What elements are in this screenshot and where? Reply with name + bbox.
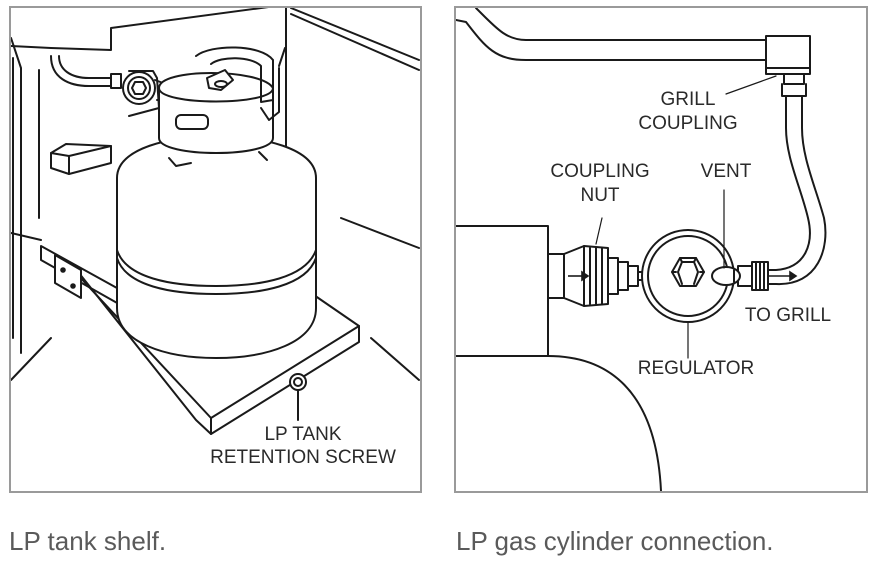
regulator-label: REGULATOR — [638, 358, 755, 379]
caption-lp-gas-cylinder-connection: LP gas cylinder connection. — [456, 526, 774, 556]
coupling-nut-label-line1: COUPLING — [550, 161, 649, 182]
caption-lp-tank-shelf: LP tank shelf. — [9, 526, 167, 556]
lp-tank — [116, 46, 317, 359]
hose — [767, 95, 827, 286]
flow-arrows — [568, 270, 798, 282]
coupling-nut-label-line2: NUT — [580, 185, 619, 206]
lp-cylinder — [456, 225, 662, 491]
cabinet-interior — [11, 8, 420, 381]
leader-lines — [595, 75, 777, 359]
retention-screw — [289, 373, 307, 421]
hose-fitting — [737, 261, 769, 291]
grill-pipe — [456, 8, 767, 61]
gas-line-and-regulator — [50, 55, 172, 117]
wall-block — [50, 143, 112, 175]
retention-screw-label-line1: LP TANK — [264, 424, 341, 445]
cylinder-connection-drawing: GRILL COUPLING COUPLING NUT VENT TO GRIL… — [456, 8, 831, 491]
grill-coupling-label-line1: GRILL — [661, 89, 716, 110]
lp-tank-shelf-drawing: LP TANK RETENTION SCREW — [11, 8, 420, 468]
cylinder-valve — [547, 253, 565, 299]
lp-gas-cylinder-connection-illustration: GRILL COUPLING COUPLING NUT VENT TO GRIL… — [454, 6, 868, 493]
to-grill-label: TO GRILL — [745, 305, 831, 326]
vent-label: VENT — [701, 161, 752, 182]
regulator-body — [641, 229, 741, 323]
grill-coupling-label-line2: COUPLING — [638, 113, 737, 134]
retention-screw-label-line2: RETENTION SCREW — [210, 447, 396, 468]
lp-tank-shelf-illustration: LP TANK RETENTION SCREW — [9, 6, 422, 493]
grill-coupling-fitting — [765, 35, 811, 97]
pull-out-shelf — [40, 245, 360, 435]
